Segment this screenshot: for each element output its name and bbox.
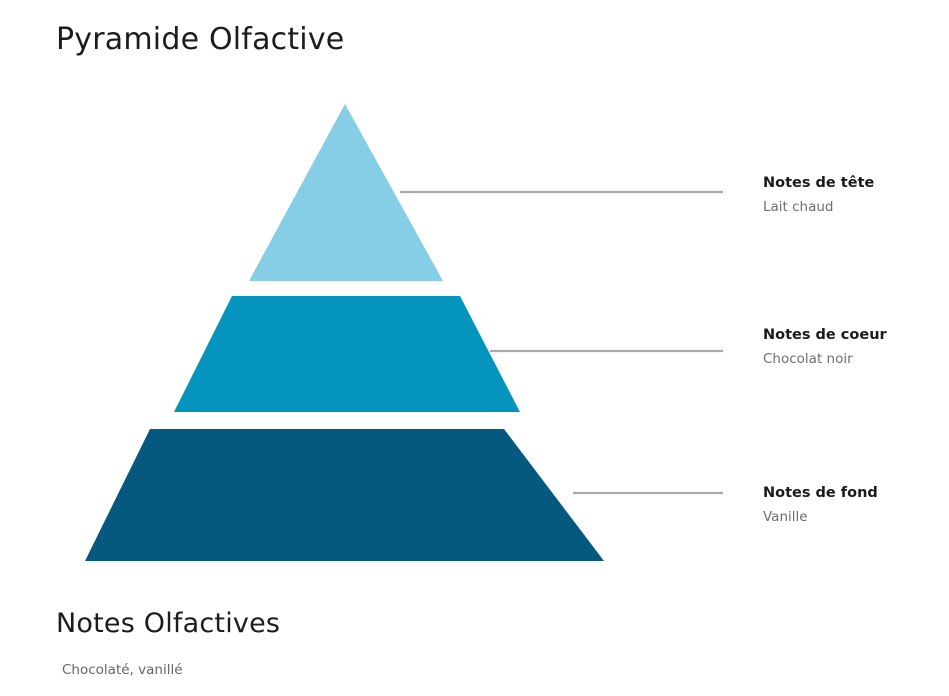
footer-section-subtitle: Chocolaté, vanillé [62, 662, 183, 678]
callout-base-notes-value: Vanille [763, 509, 808, 525]
callout-heart-notes-label: Notes de coeur [763, 327, 887, 343]
pyramid-tier-bottom[interactable] [85, 429, 604, 561]
footer-section-title: Notes Olfactives [56, 608, 281, 639]
callout-top-notes-value: Lait chaud [763, 199, 834, 215]
callout-base-notes-label: Notes de fond [763, 485, 878, 501]
callout-top-notes-label: Notes de tête [763, 175, 875, 191]
callout-top-notes[interactable]: Notes de tête Lait chaud [763, 174, 943, 216]
callout-base-notes[interactable]: Notes de fond Vanille [763, 484, 943, 526]
pyramid-tier-top[interactable] [249, 104, 443, 281]
callout-heart-notes[interactable]: Notes de coeur Chocolat noir [763, 326, 943, 368]
callout-heart-notes-value: Chocolat noir [763, 351, 853, 367]
page-title: Pyramide Olfactive [56, 22, 345, 57]
pyramid-tier-middle[interactable] [174, 296, 520, 412]
